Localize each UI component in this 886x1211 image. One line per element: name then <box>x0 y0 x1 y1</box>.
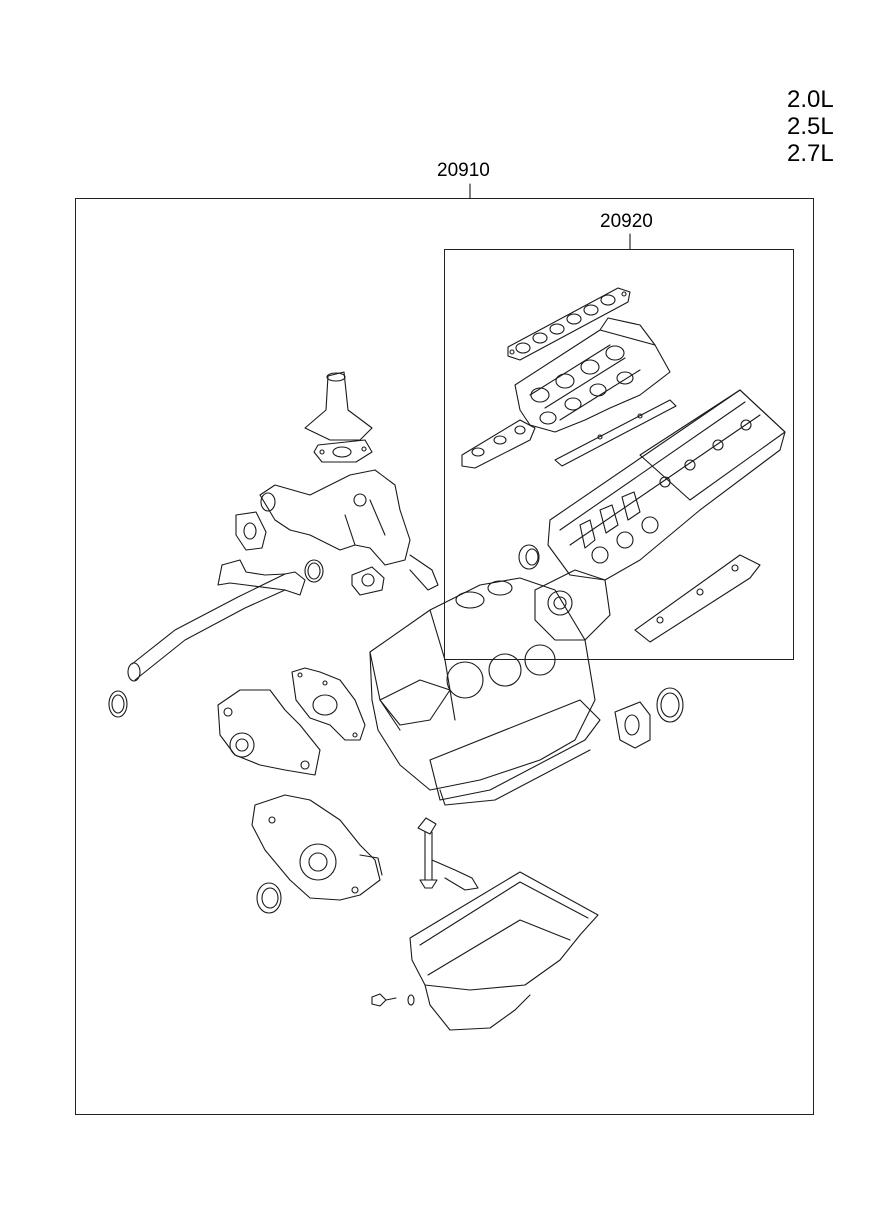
hose-o-ring-upper <box>305 560 323 582</box>
gasket-kit-outer-frame <box>75 198 814 1115</box>
rear-main-seal <box>657 688 683 722</box>
coolant-bypass-pipe <box>128 560 305 681</box>
engine-spec-2-7l: 2.7L <box>787 140 834 167</box>
pipe-o-ring <box>109 691 127 717</box>
water-pump-gasket <box>292 668 365 740</box>
thermostat-housing <box>305 372 372 440</box>
engine-spec-2-0l: 2.0L <box>787 86 834 113</box>
valve-cover-gasket <box>635 555 760 642</box>
camshaft-seal <box>519 545 539 569</box>
oil-pump-cover <box>252 795 382 900</box>
outlet-gasket-lower <box>352 567 384 595</box>
rear-seal-retainer <box>615 702 650 748</box>
cylinder-head <box>548 390 785 580</box>
part-number-20920: 20920 <box>600 211 653 232</box>
drain-plug <box>372 994 396 1006</box>
oil-pan <box>410 872 598 1030</box>
timing-cover <box>535 570 610 640</box>
gasket-kit-inner-frame <box>444 249 794 660</box>
intake-manifold <box>515 318 670 432</box>
engine-block <box>370 578 600 805</box>
thermostat-gasket <box>314 440 372 462</box>
exhaust-manifold-gasket <box>462 420 535 468</box>
part-number-20910: 20910 <box>437 160 490 181</box>
side-rail-gasket-upper <box>555 400 676 466</box>
front-crank-seal <box>257 883 281 913</box>
coolant-outlet-manifold <box>260 470 438 590</box>
water-pump <box>218 690 320 775</box>
engine-spec-2-5l: 2.5L <box>787 113 834 140</box>
oil-strainer <box>418 818 478 890</box>
outlet-gasket-left <box>236 512 266 550</box>
drain-plug-washer <box>408 995 414 1005</box>
intake-manifold-gasket <box>508 288 630 360</box>
